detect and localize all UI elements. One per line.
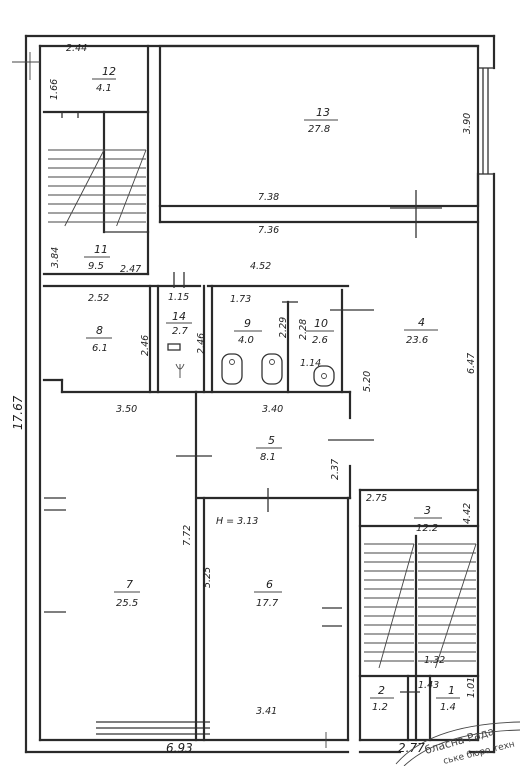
room-area-11: 9.5 [88, 261, 104, 272]
room-number-1: 1 [448, 684, 455, 697]
dimension-label: 2.52 [88, 293, 109, 304]
dimension-label: 1.01 [466, 677, 477, 698]
dimension-label: 5.25 [202, 567, 213, 588]
room-number-6: 6 [266, 578, 273, 591]
dimension-label: 3.84 [50, 247, 61, 268]
room-number-7: 7 [126, 578, 133, 591]
dimension-label: 2.46 [140, 335, 151, 356]
dimension-label: 6.47 [466, 353, 477, 374]
room-area-2: 1.2 [372, 702, 388, 713]
dimension-label: 5.20 [362, 371, 373, 392]
room-area-12: 4.1 [96, 83, 112, 94]
room-number-12: 12 [102, 65, 116, 78]
dimension-label: 1.66 [49, 79, 60, 100]
stair-break-line [434, 543, 477, 669]
room-area-7: 25.5 [116, 598, 138, 609]
dimension-label: 1.43 [418, 680, 439, 691]
dimension-label: 1.73 [230, 294, 251, 305]
dimension-label: 2.77 [398, 741, 425, 755]
room-area-10: 2.6 [312, 335, 328, 346]
dimension-label: 7.72 [182, 525, 193, 546]
dimension-label: 6.93 [166, 741, 193, 755]
room-labels: 12 4.1 13 27.8 11 9.5 8 6.1 14 2.7 9 4.0… [84, 65, 460, 713]
dimension-label: 4.52 [250, 261, 271, 272]
dimension-label: 3.40 [262, 404, 283, 415]
room-number-5: 5 [268, 434, 275, 447]
dimension-label: 4.42 [462, 503, 473, 524]
dimension-label: 2.46 [196, 333, 207, 354]
wall-hatching [12, 52, 327, 748]
dimension-label: 3.41 [256, 706, 277, 717]
window-east [477, 67, 494, 175]
room-area-8: 6.1 [92, 343, 108, 354]
dimension-labels: 2.44 1.66 3.90 7.38 7.36 3.84 2.47 4.52 … [11, 43, 477, 755]
dimension-label: 2.37 [330, 459, 341, 480]
room-area-14: 2.7 [172, 326, 189, 337]
room-number-13: 13 [316, 106, 330, 119]
room-number-3: 3 [424, 504, 431, 517]
dimension-label: 3.90 [462, 113, 473, 134]
dimension-label: 1.32 [424, 655, 445, 666]
room-area-9: 4.0 [238, 335, 254, 346]
stair-break-line [64, 149, 105, 227]
room-number-4: 4 [418, 316, 425, 329]
dimension-label: 2.75 [366, 493, 387, 504]
stair-break-line [116, 149, 147, 227]
stair-lower [364, 543, 477, 669]
dimension-label: 2.47 [120, 264, 141, 275]
room-number-14: 14 [172, 310, 186, 323]
room-number-8: 8 [96, 324, 103, 337]
room-area-3: 12.2 [416, 523, 438, 534]
room-number-2: 2 [378, 684, 385, 697]
room-number-10: 10 [314, 317, 328, 330]
dimension-label: 2.44 [66, 43, 87, 54]
dimension-label: 3.50 [116, 404, 137, 415]
dimension-label: 7.36 [258, 225, 279, 236]
toilet-fixtures [167, 343, 335, 387]
dimension-label: 1.14 [300, 358, 321, 369]
room-area-1: 1.4 [440, 702, 456, 713]
dimension-label: 1.15 [168, 292, 189, 303]
room-number-11: 11 [94, 243, 108, 256]
room-number-9: 9 [244, 317, 251, 330]
dimension-label: 2.29 [278, 317, 289, 338]
stair-break-line [378, 543, 415, 669]
room-area-6: 17.7 [256, 598, 279, 609]
door-marks [44, 112, 442, 693]
height-note: H = 3.13 [216, 516, 258, 527]
stair-upper [48, 149, 147, 227]
outer-walls [24, 34, 496, 754]
room-area-5: 8.1 [260, 452, 276, 463]
dimension-label: 7.38 [258, 192, 279, 203]
dimension-label: 17.67 [11, 395, 25, 430]
dimension-label: 2.28 [298, 319, 309, 340]
room-area-13: 27.8 [308, 124, 330, 135]
window-south [96, 721, 210, 735]
room-area-4: 23.6 [406, 335, 428, 346]
